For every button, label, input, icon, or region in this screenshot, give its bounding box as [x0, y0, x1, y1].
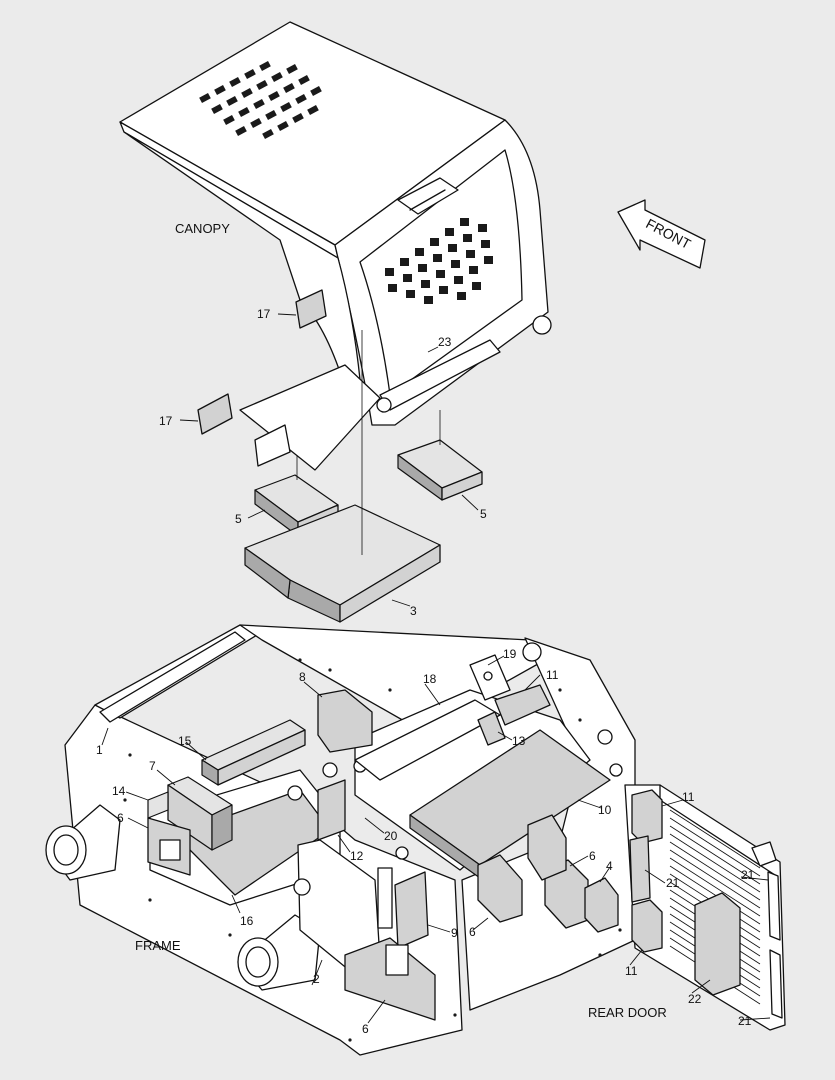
- pad-14: [147, 791, 169, 819]
- canopy-assembly: [119, 21, 552, 471]
- hinge-strip-21-top: [767, 871, 781, 941]
- pad-4: [584, 877, 619, 933]
- frame-fastener-holes: [123, 658, 622, 1042]
- floor-mat-3: [244, 504, 441, 623]
- callout-6-bottom: 6: [362, 1022, 369, 1036]
- door-pad-22: [694, 892, 741, 996]
- callout-7: 7: [149, 759, 156, 773]
- foam-pad-5-right: [397, 439, 483, 501]
- pad-6-bottom: [344, 867, 436, 1021]
- caption-rear-door: REAR DOOR: [588, 1005, 667, 1020]
- callout-2: 2: [313, 972, 320, 986]
- door-pad-11-top: [631, 789, 663, 844]
- callout-21-bottom: 21: [738, 1014, 752, 1028]
- frame-assembly: [45, 624, 636, 1056]
- callout-14: 14: [112, 784, 126, 798]
- callout-17-lower: 17: [159, 414, 173, 428]
- callout-8: 8: [299, 670, 306, 684]
- front-arrow: FRONT: [617, 199, 706, 269]
- front-window-grille: [385, 218, 493, 304]
- callout-3: 3: [410, 604, 417, 618]
- roof-grille: [199, 61, 322, 139]
- callout-11-top: 11: [546, 668, 559, 682]
- callout-16: 16: [240, 914, 254, 928]
- canopy-pivot-left: [376, 397, 392, 413]
- callout-13: 13: [512, 734, 526, 748]
- callout-21-top: 21: [741, 868, 755, 882]
- rear-door-assembly: [624, 784, 786, 1031]
- callout-17-upper: 17: [257, 307, 271, 321]
- callout-11-bottom: 11: [625, 964, 638, 978]
- callout-leaders: [101, 313, 771, 1024]
- callout-22: 22: [688, 992, 702, 1006]
- decal-17-lower: [197, 393, 233, 435]
- door-pad-11-mid: [629, 835, 651, 903]
- callout-6-left: 6: [117, 811, 124, 825]
- decal-17-upper: [295, 289, 327, 329]
- callout-6-mid: 6: [469, 925, 476, 939]
- callout-15: 15: [178, 734, 192, 748]
- caption-canopy: CANOPY: [175, 221, 230, 236]
- caption-frame: FRAME: [135, 938, 181, 953]
- pad-8: [317, 689, 373, 753]
- pad-9: [394, 871, 429, 949]
- callout-12: 12: [350, 849, 364, 863]
- pad-6-right: [477, 854, 589, 929]
- pad-15: [201, 719, 306, 786]
- assembly-lines: [296, 330, 441, 555]
- callout-23: 23: [438, 335, 452, 349]
- axle-tube-front: [45, 804, 121, 881]
- callout-labels: 1 2 3 4 5 5 6 6 6 6 7 8 9 10 11 11 11 12…: [96, 307, 755, 1036]
- door-pad-11-bottom: [631, 899, 663, 953]
- callout-19: 19: [503, 647, 517, 661]
- callout-9: 9: [451, 926, 458, 940]
- axle-tube-rear: [237, 914, 321, 991]
- callout-21-mid: 21: [666, 876, 680, 890]
- callout-20: 20: [384, 829, 398, 843]
- callout-6-right: 6: [589, 849, 596, 863]
- hinge-strip-21-bottom: [769, 949, 783, 1019]
- rail-18: [354, 699, 501, 781]
- pad-12: [317, 779, 346, 841]
- callout-1: 1: [96, 743, 103, 757]
- callout-18: 18: [423, 672, 437, 686]
- pivot-boss-left: [287, 785, 303, 801]
- callout-5-left: 5: [235, 512, 242, 526]
- pad-7: [167, 776, 233, 851]
- canopy-pivot-right: [532, 315, 552, 335]
- pivot-boss-right: [522, 642, 542, 662]
- callout-10: 10: [598, 803, 612, 817]
- callout-11-door: 11: [682, 790, 695, 804]
- pad-13: [477, 711, 506, 746]
- callout-4: 4: [606, 859, 613, 873]
- pad-6-left: [147, 817, 191, 876]
- callout-5-right: 5: [480, 507, 487, 521]
